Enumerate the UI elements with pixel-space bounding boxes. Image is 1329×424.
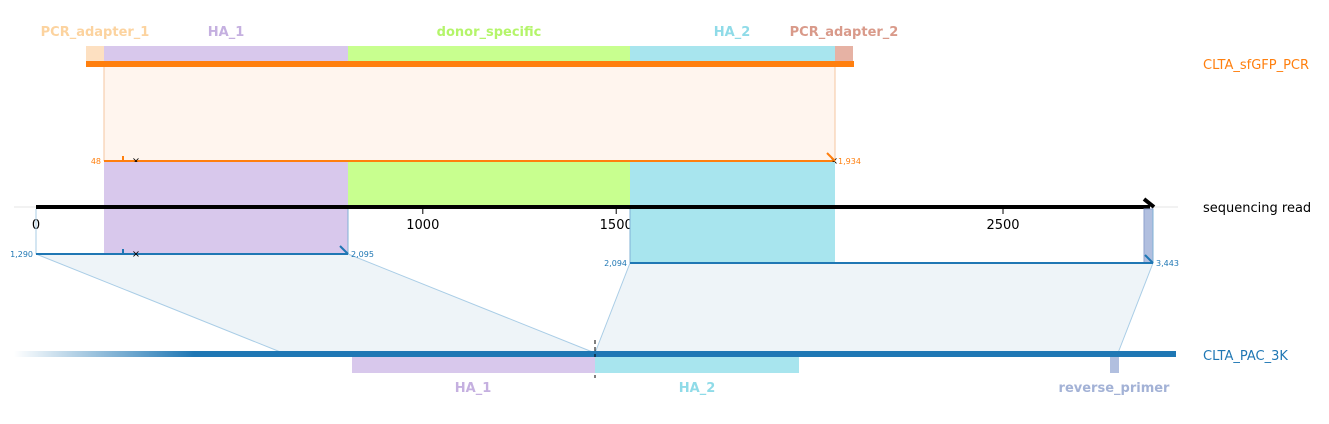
ha-1-box-top	[104, 46, 348, 62]
read-arrowhead	[1142, 197, 1156, 209]
ha-2-box-bottom	[595, 357, 799, 373]
pcr-ref-end-label: 1,934	[838, 157, 861, 166]
pac-reference-label: CLTA_PAC_3K	[1203, 349, 1288, 364]
feature-label-ha-2-top: HA_2	[714, 25, 751, 40]
donor-specific-shade	[348, 162, 630, 207]
pcr-alignment-region	[104, 67, 835, 161]
pac-right-end-hook	[1144, 254, 1154, 264]
pcr-reference-group: PCR_adapter_1 HA_1 donor_specific HA_2 P…	[41, 25, 1309, 207]
pac-left-ref-end-label: 2,095	[351, 250, 374, 259]
donor-specific-box	[348, 46, 630, 62]
ha-2-box-top	[630, 46, 835, 62]
pcr-adapter-2-box	[835, 46, 853, 62]
feature-label-pcr-adapter-1: PCR_adapter_1	[41, 25, 150, 40]
pac-right-ref-start-label: 2,094	[604, 259, 627, 268]
pac-left-ref-start-label: 1,290	[10, 250, 33, 259]
feature-label-ha-1-top: HA_1	[208, 25, 245, 40]
pcr-adapter-1-box	[86, 46, 104, 62]
ha-1-shade-top	[104, 162, 348, 207]
pac-left-connector	[36, 254, 595, 353]
pac-left-mismatch-mark: ×	[132, 249, 140, 260]
pcr-reference-line	[86, 61, 854, 67]
ha-1-box-bottom	[352, 357, 595, 373]
pac-right-connector-edge-a	[594, 262, 631, 354]
pac-left-end-hook	[339, 245, 349, 255]
read-axis-tick-label: 1000	[406, 218, 439, 233]
pcr-mismatch-mark: ×	[132, 156, 140, 167]
pac-reference-group: × 1,290 2,095 2,094 3,443 CLTA_PAC_3K HA…	[10, 208, 1288, 396]
ha-2-shade-read	[630, 209, 835, 263]
pac-right-connector-edge-b	[1117, 262, 1154, 354]
feature-label-donor-specific: donor_specific	[437, 25, 542, 40]
pcr-ref-start-label: 48	[91, 157, 101, 166]
pcr-reference-label: CLTA_sfGFP_PCR	[1203, 58, 1309, 73]
feature-label-ha-1-bottom: HA_1	[455, 381, 492, 396]
pac-left-connector-edge-b	[347, 253, 596, 354]
read-line	[36, 205, 1150, 209]
pac-reference-line	[194, 351, 1176, 357]
ha-1-shade-read	[104, 209, 348, 254]
feature-label-pcr-adapter-2: PCR_adapter_2	[790, 25, 899, 40]
pac-right-connector	[595, 263, 1153, 353]
read-axis-tick-label: 1500	[600, 218, 633, 233]
pac-right-ref-end-label: 3,443	[1156, 259, 1179, 268]
pac-reference-fade	[14, 351, 194, 357]
pcr-alignment-end-hook	[826, 152, 836, 162]
read-reference-label: sequencing read	[1203, 201, 1311, 216]
feature-label-reverse-primer: reverse_primer	[1059, 381, 1171, 396]
reverse-primer-box	[1110, 357, 1119, 373]
pcr-end-mismatch-mark: ×	[830, 156, 838, 167]
read-axis-tick-label: 2500	[986, 218, 1019, 233]
pac-left-connector-edge-a	[35, 253, 284, 354]
ha-2-shade-top	[630, 162, 835, 207]
feature-label-ha-2-bottom: HA_2	[679, 381, 716, 396]
